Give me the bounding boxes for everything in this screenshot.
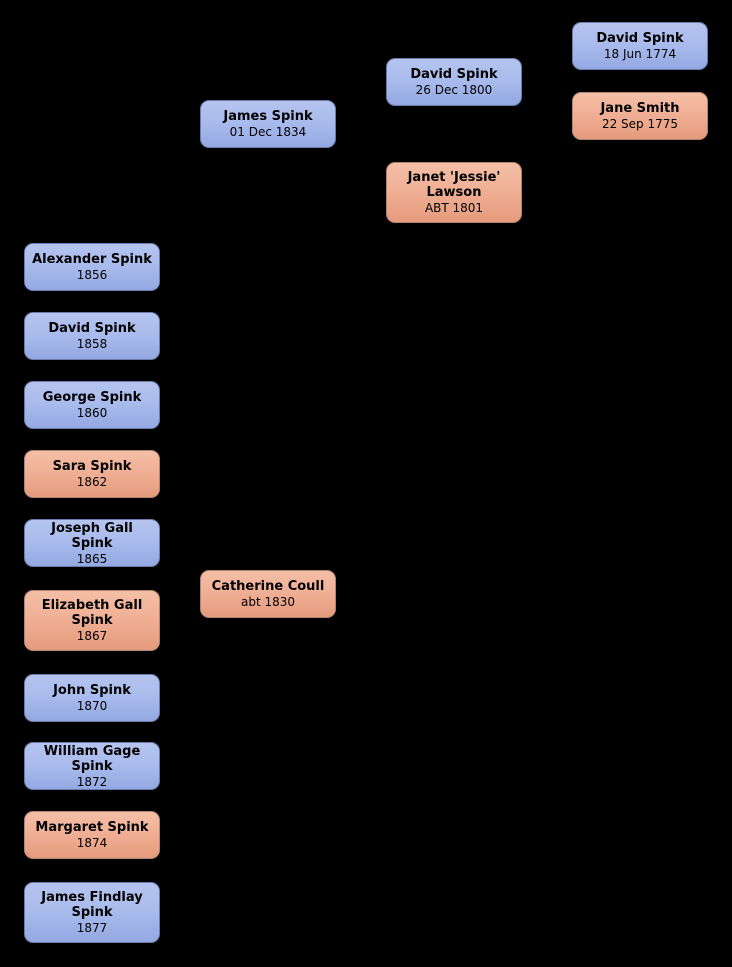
person-date: 1872: [76, 774, 108, 789]
person-date: 1856: [76, 268, 108, 282]
person-name: James Findlay Spink: [41, 890, 143, 920]
person-date: 1870: [76, 699, 108, 713]
person-name: Elizabeth Gall Spink: [41, 598, 143, 628]
person-date: 1877: [76, 921, 108, 935]
person-name: Catherine Coull: [211, 579, 325, 594]
person-date: 1862: [76, 475, 108, 489]
person-date: ABT 1801: [424, 201, 484, 215]
person-date: 01 Dec 1834: [229, 125, 307, 139]
person-name: Joseph Gall Spink: [51, 520, 133, 551]
person-name: Janet 'Jessie' Lawson: [407, 170, 501, 200]
person-date: 26 Dec 1800: [415, 83, 493, 97]
person-name: William Gage Spink: [43, 743, 141, 774]
person-name: David Spink: [410, 67, 498, 82]
person-date: 1858: [76, 337, 108, 351]
person-name: Jane Smith: [600, 101, 680, 116]
person-name: David Spink: [596, 31, 684, 46]
person-date: 1867: [76, 629, 108, 643]
person-name: James Spink: [223, 109, 313, 124]
person-name: Margaret Spink: [35, 820, 149, 835]
person-date: 18 Jun 1774: [603, 47, 677, 61]
person-date: abt 1830: [240, 595, 296, 609]
person-date: 22 Sep 1775: [601, 117, 679, 131]
person-date: 1874: [76, 836, 108, 850]
person-name: George Spink: [42, 390, 142, 405]
person-date: 1860: [76, 406, 108, 420]
person-name: Alexander Spink: [32, 252, 152, 267]
person-name: David Spink: [48, 321, 136, 336]
person-name: John Spink: [53, 683, 131, 698]
person-name: Sara Spink: [52, 459, 132, 474]
person-date: 1865: [76, 551, 108, 566]
